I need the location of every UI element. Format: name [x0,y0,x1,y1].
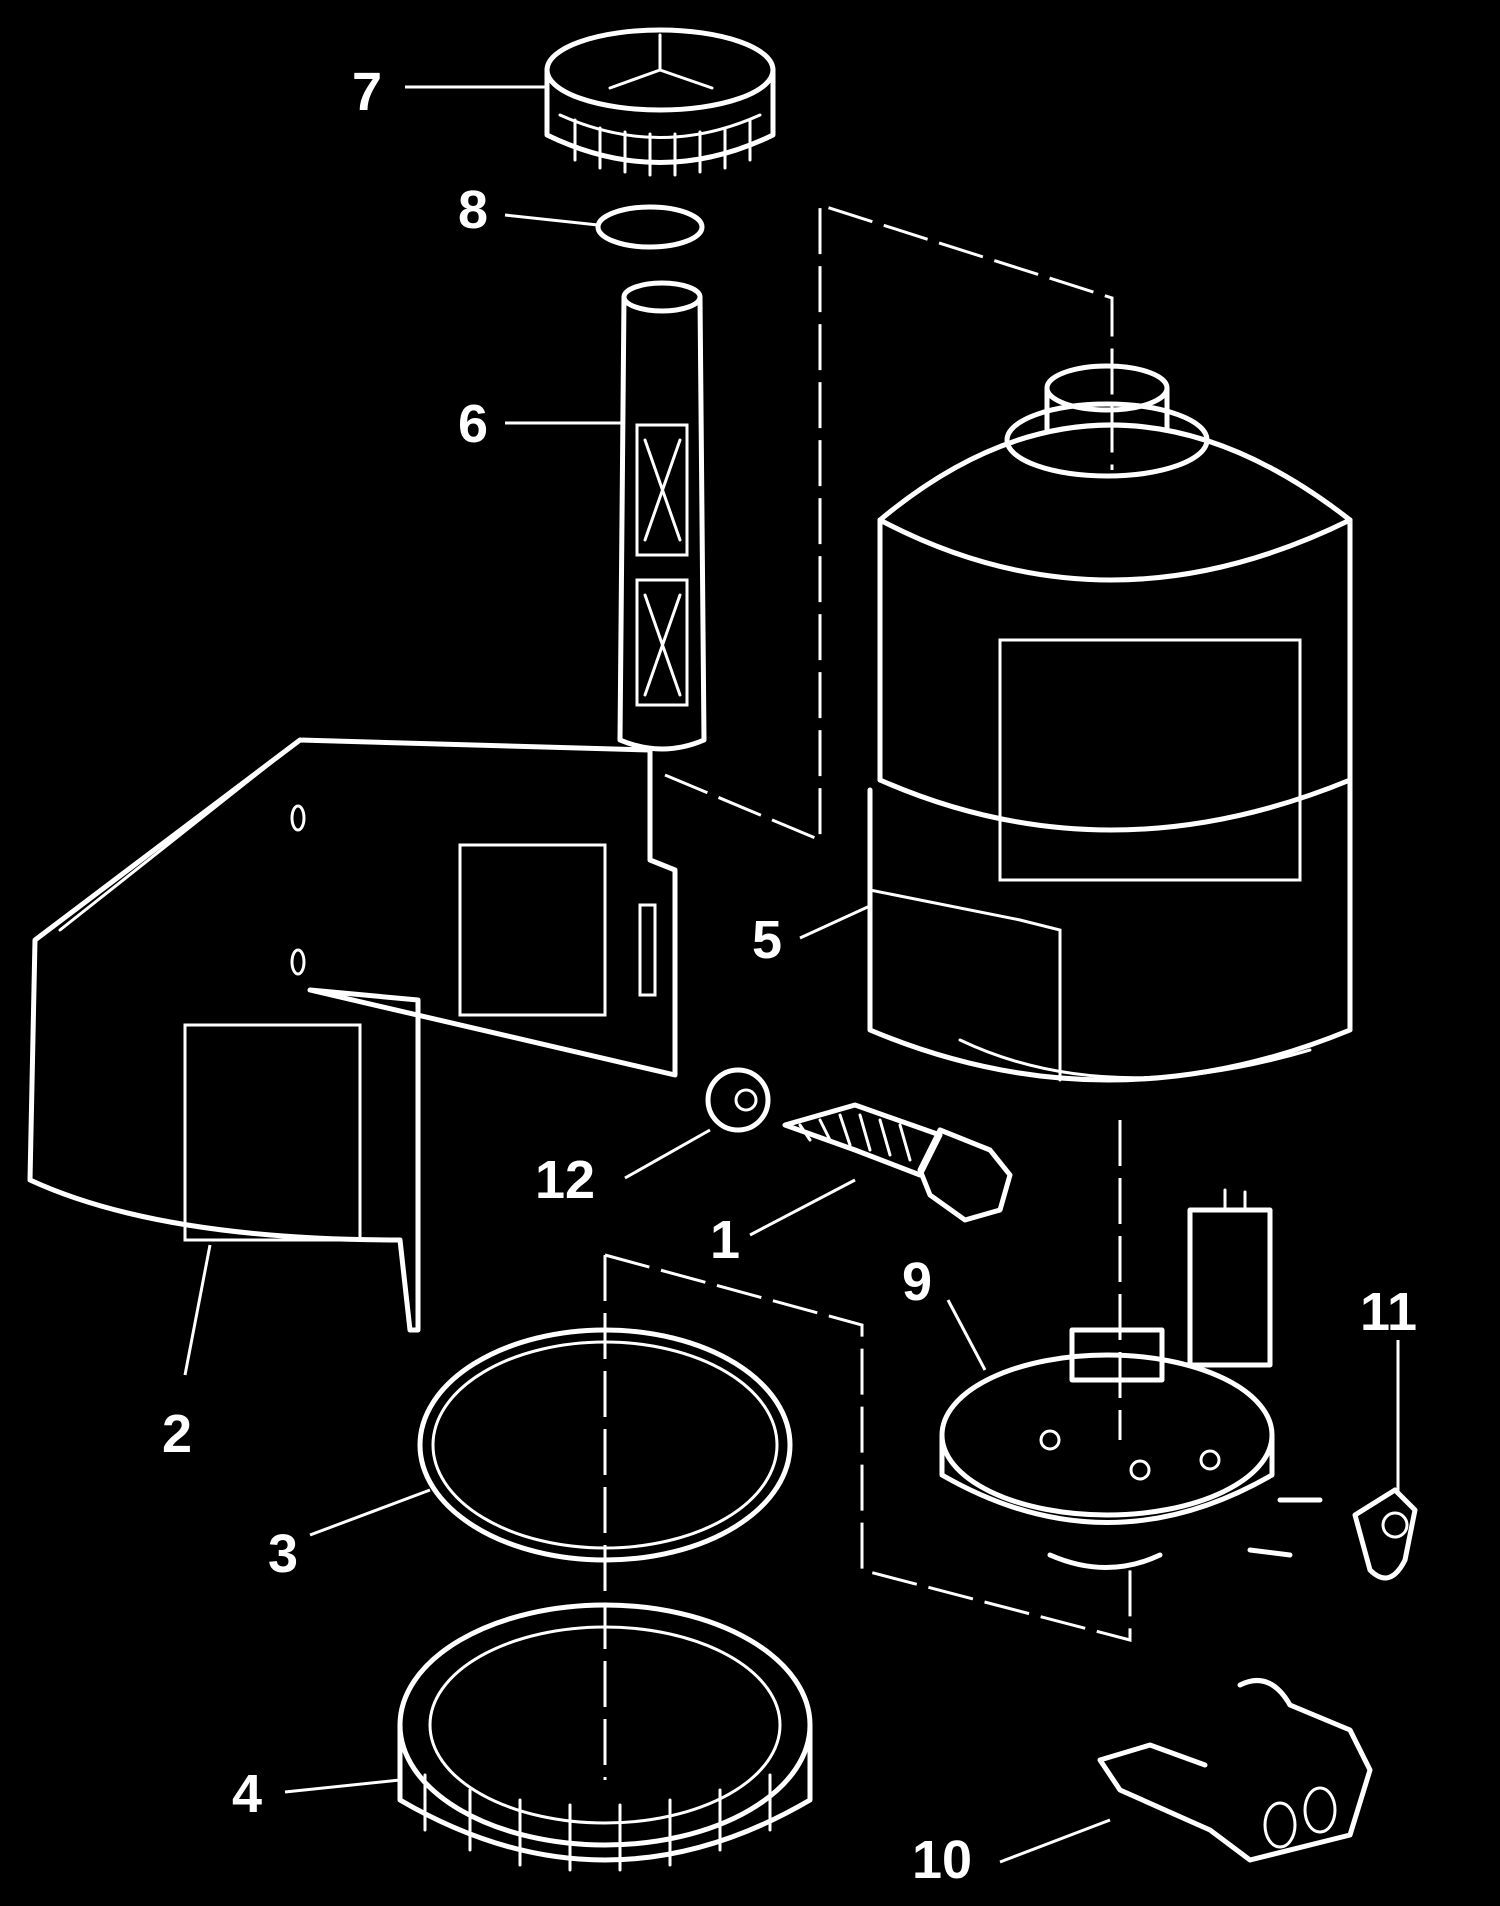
leader-2 [183,1244,212,1376]
part-11-hose-clamp [1352,1487,1418,1581]
callout-12: 12 [535,1150,595,1210]
part-2-mounting-bracket [27,737,678,1333]
part-10-hose-connector [1097,1678,1373,1863]
leader-8 [504,213,599,227]
part-1-screw [782,1102,1013,1223]
part-9-pump-base [939,1188,1323,1570]
callout-4: 4 [232,1764,262,1824]
leader-9 [946,1299,987,1371]
callout-8: 8 [458,180,488,240]
callout-labels: 7 8 6 5 12 1 9 11 2 3 4 10 [162,62,1417,1890]
part-12-washer [705,1067,771,1133]
callout-9: 9 [902,1252,932,1312]
part-7-filler-cap [544,27,776,177]
part-4-lock-ring [397,1602,813,1872]
leader-4 [284,1778,401,1794]
callout-1: 1 [710,1210,740,1270]
part-3-o-ring [417,1327,793,1563]
callout-6: 6 [458,394,488,454]
callout-leaders [183,85,1400,1864]
callout-3: 3 [268,1524,298,1584]
leader-1 [749,1178,856,1237]
leader-3 [309,1488,431,1537]
callout-10: 10 [912,1830,972,1890]
part-8-gasket [595,204,705,250]
callout-11: 11 [1360,1282,1417,1342]
leader-5 [799,903,873,940]
callout-7: 7 [352,62,382,122]
leader-10 [999,1818,1111,1864]
leader-12 [624,1128,711,1180]
callout-2: 2 [162,1404,192,1464]
part-5-reservoir [867,363,1353,1083]
callout-5: 5 [752,910,782,970]
part-6-strainer [617,280,707,752]
